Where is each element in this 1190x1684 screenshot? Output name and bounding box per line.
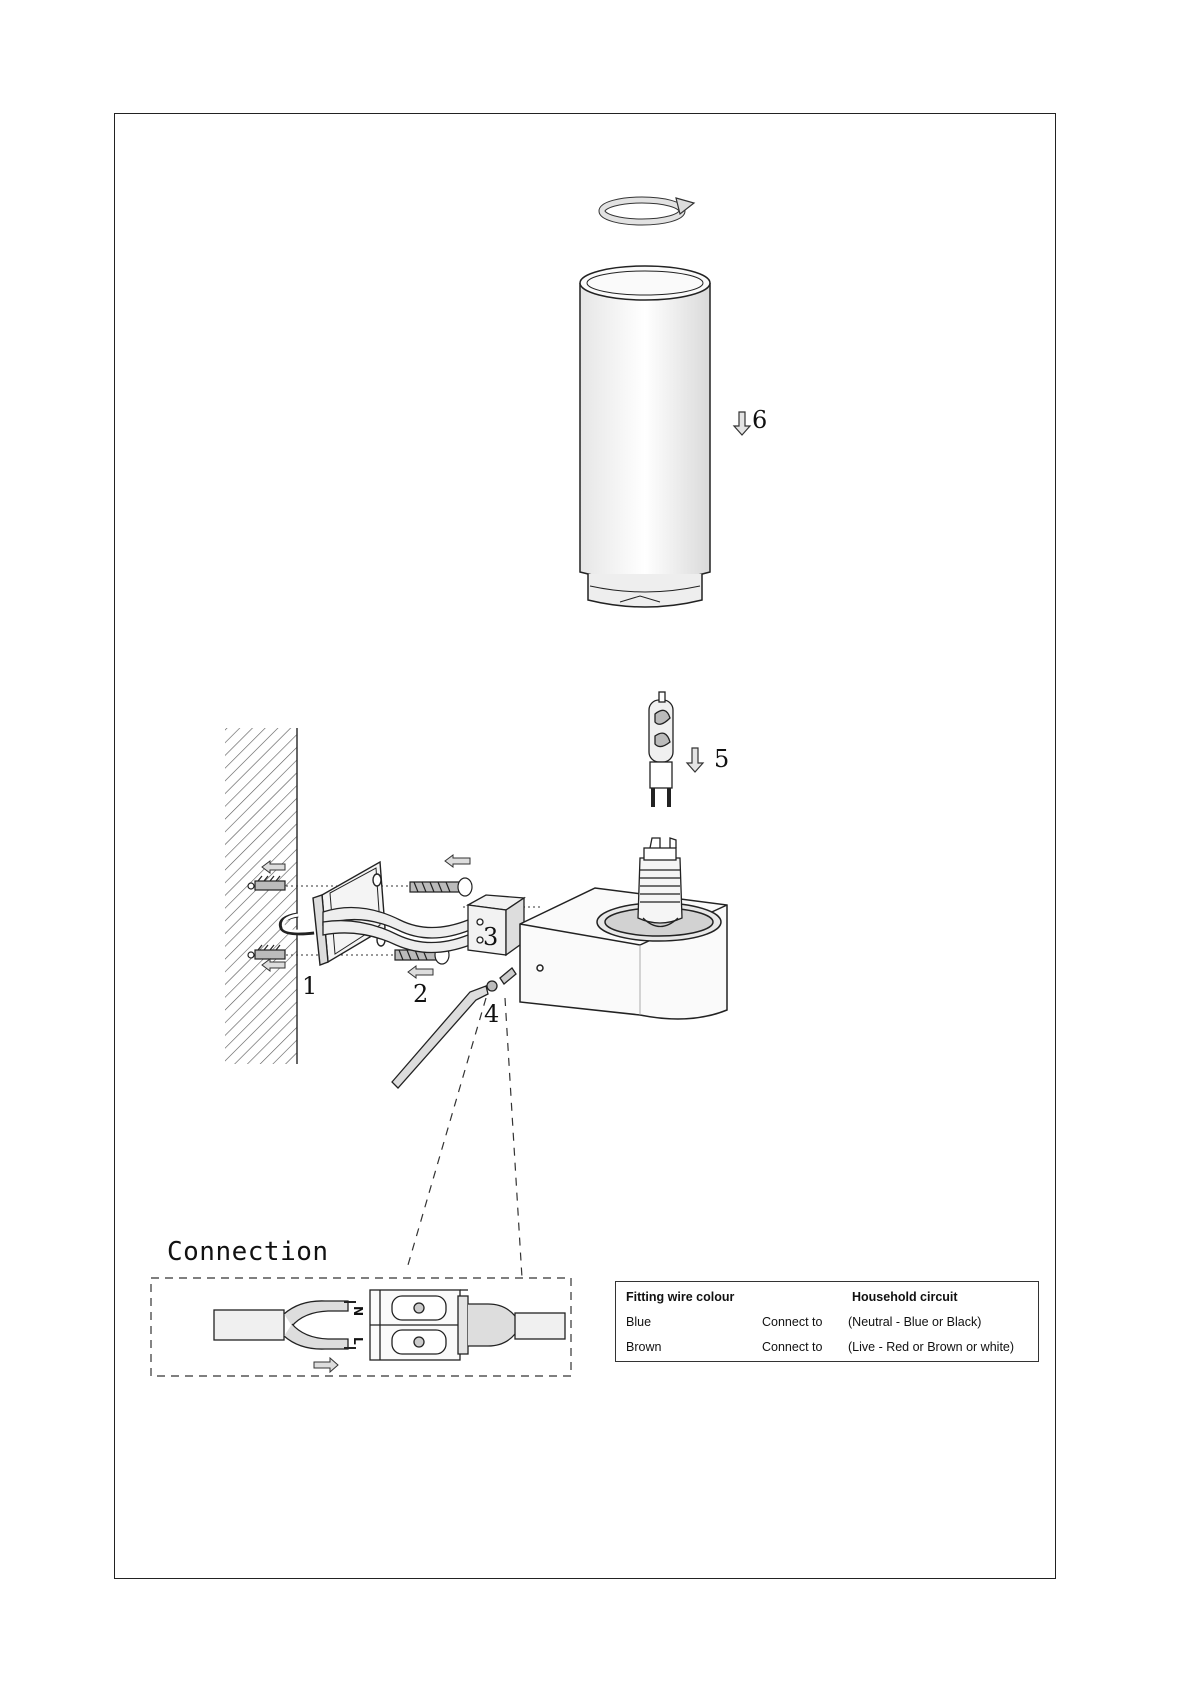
connection-title: Connection (167, 1237, 329, 1267)
step-6-label: 6 (752, 406, 767, 434)
step-4-label: 4 (484, 1000, 499, 1028)
rotate-arrow-icon (602, 198, 694, 222)
row-action: Connect to (762, 1315, 822, 1329)
wall (225, 728, 297, 1064)
down-arrow-icon (687, 748, 703, 772)
step-1-label: 1 (302, 972, 317, 1000)
row-circuit: (Live - Red or Brown or white) (848, 1340, 1014, 1354)
row-colour: Blue (626, 1315, 651, 1329)
wire-colour-table: Fitting wire colour Household circuit Bl… (615, 1281, 1039, 1362)
row-circuit: (Neutral - Blue or Black) (848, 1315, 981, 1329)
right-arrow-icon (314, 1358, 338, 1372)
screw-upper (410, 878, 472, 896)
table-row: Blue Connect to (Neutral - Blue or Black… (616, 1315, 1038, 1335)
terminal-l-label: L (351, 1337, 365, 1345)
row-action: Connect to (762, 1340, 822, 1354)
down-arrow-icon (734, 412, 750, 435)
row-colour: Brown (626, 1340, 661, 1354)
step-5-label: 5 (714, 745, 729, 773)
header-fitting-wire-colour: Fitting wire colour (626, 1290, 734, 1304)
lamp-socket (638, 838, 682, 927)
header-household-circuit: Household circuit (852, 1290, 958, 1304)
table-row: Brown Connect to (Live - Red or Brown or… (616, 1340, 1038, 1360)
step-3-label: 3 (483, 923, 498, 951)
connection-detail (214, 1290, 565, 1360)
earth-wire (392, 968, 516, 1088)
g9-bulb (649, 692, 673, 807)
detail-leader-lines (408, 998, 522, 1278)
terminal-n-label: N (351, 1306, 365, 1316)
glass-shade (580, 266, 710, 607)
step-2-label: 2 (413, 980, 428, 1008)
table-header-row: Fitting wire colour Household circuit (616, 1290, 1038, 1310)
lamp-body (520, 888, 727, 1019)
